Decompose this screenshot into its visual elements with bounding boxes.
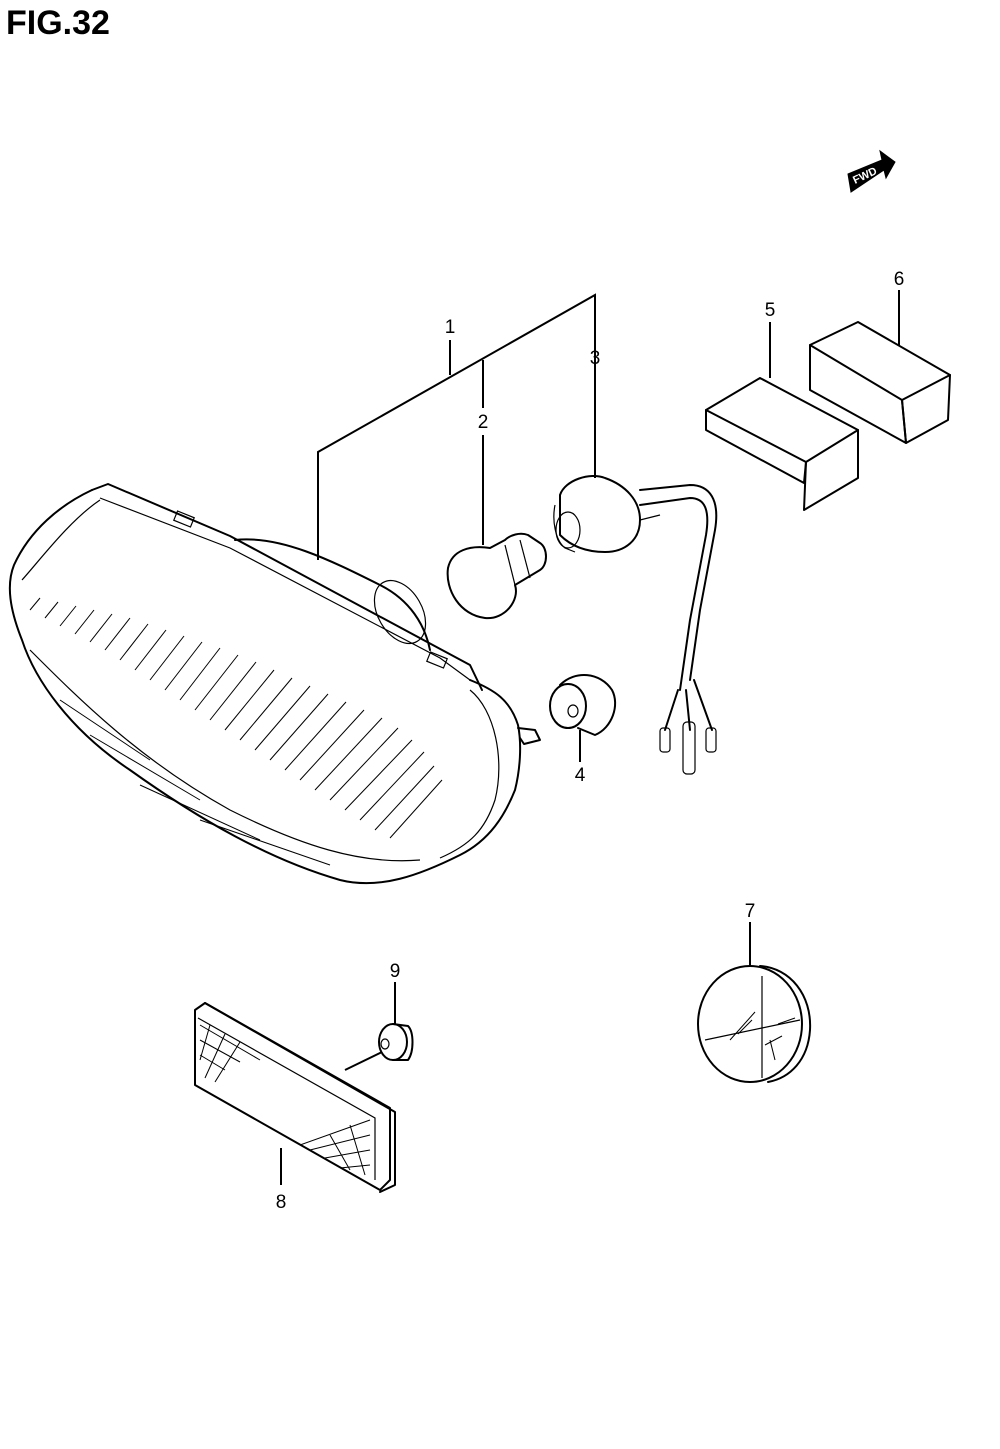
leader-lines (280, 290, 900, 1185)
bulb (446, 532, 547, 620)
callout-3: 3 (590, 348, 601, 369)
direction-label: FWD (851, 165, 879, 186)
rectangular-reflector (194, 1002, 396, 1193)
callout-5: 5 (765, 300, 776, 321)
nut (378, 1023, 414, 1061)
cushion-pad-5 (705, 377, 859, 511)
round-reflector (697, 965, 812, 1083)
figure-title: FIG.32 (6, 4, 110, 42)
callout-4: 4 (575, 765, 586, 786)
callout-7: 7 (745, 901, 756, 922)
callout-1: 1 (445, 317, 456, 338)
forward-arrow-icon: FWD (847, 149, 896, 193)
callout-8: 8 (276, 1192, 287, 1213)
callout-9: 9 (390, 961, 401, 982)
callout-6: 6 (894, 269, 905, 290)
grommet (549, 673, 617, 736)
socket-wiring-harness (553, 475, 718, 775)
callout-numbers: 1 2 3 4 5 6 7 8 9 (276, 269, 905, 1213)
tail-lamp-assembly (8, 483, 541, 885)
cushion-pad-6 (809, 321, 951, 444)
callout-2: 2 (478, 412, 489, 433)
